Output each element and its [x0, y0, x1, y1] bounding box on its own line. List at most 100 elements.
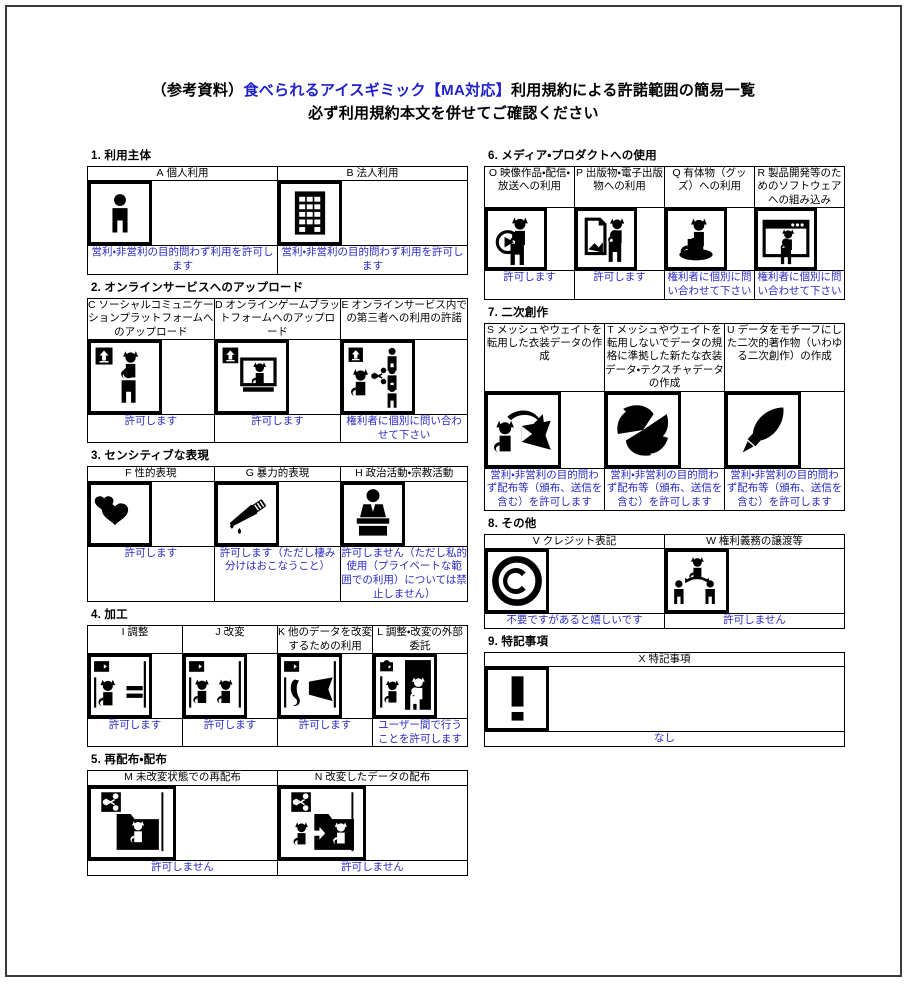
item-letter: K — [278, 626, 286, 639]
item-header-o: O 映像作品・配信・放送への利用 — [484, 165, 575, 209]
item-letter: U — [727, 323, 735, 336]
item-label: 改変したデータの配布 — [325, 771, 431, 784]
item-icon-cell-w — [664, 548, 845, 615]
cat-to-costume-icon — [485, 391, 561, 468]
table-row-icons — [87, 180, 468, 247]
item-letter: X — [638, 652, 646, 665]
item-header-f: F 性的表現 — [87, 466, 215, 482]
item-permission-p: 許可します — [574, 270, 665, 300]
table-row-permissions: 許可します許可します権利者に個別に問い合わせて下さい — [87, 414, 468, 444]
item-label: 特記事項 — [648, 652, 691, 665]
person-icon — [88, 181, 152, 246]
item-permission-v: 不要ですがあると嬉しいです — [484, 613, 665, 629]
item-header-n: N 改変したデータの配布 — [277, 770, 468, 786]
item-permission-i: 許可します — [87, 718, 183, 748]
costume-pieces-icon — [605, 391, 681, 468]
item-permission-n: 許可しません — [277, 859, 468, 876]
section-title: その他 — [501, 517, 537, 530]
item-letter: S — [487, 323, 495, 336]
table-row-permissions: 営利・非営利の目的問わず利用を許可します営利・非営利の目的問わず利用を許可します — [87, 245, 468, 275]
copyright-icon — [485, 549, 549, 614]
item-permission-d: 許可します — [213, 414, 342, 444]
hearts-icon — [88, 481, 152, 546]
item-permission-x: なし — [484, 731, 845, 747]
upload-cat-monitor-icon — [214, 340, 289, 415]
item-label: オンラインサービス内での第三者への利用の許諾 — [346, 298, 467, 325]
table-row-permissions: なし — [484, 731, 845, 747]
section-heading: 4. 加工 — [91, 606, 468, 622]
section-number: 6. — [488, 150, 498, 162]
item-permission-s: 営利・非営利の目的問わず配布等（頒布、送信を含む）を許可します — [484, 467, 605, 511]
item-permission-t: 営利・非営利の目的問わず配布等（頒布、送信を含む）を許可します — [604, 467, 725, 511]
section-title: 二次創作 — [501, 306, 549, 319]
item-letter: O — [488, 167, 498, 179]
section-heading: 9. 特記事項 — [488, 633, 845, 649]
item-label: 製品開発等のためのソフトウェアへの組み込み — [757, 167, 842, 206]
table-row-permissions: 営利・非営利の目的問わず配布等（頒布、送信を含む）を許可します営利・非営利の目的… — [484, 467, 845, 511]
table-row-icons — [484, 390, 845, 469]
item-header-k: K 他のデータを改変するための利用 — [277, 625, 373, 655]
item-label: 調整・改変の外部委託 — [385, 626, 463, 652]
section-heading: 2. オンラインサービスへのアップロード — [91, 279, 468, 295]
item-header-c: C ソーシャルコミュニケーションプラットフォームへのアップロード — [87, 297, 215, 341]
item-header-t: T メッシュやウェイトを転用しないでデータの規格に準拠した新たな衣装データ・テク… — [604, 322, 725, 392]
table-row-icons — [484, 548, 845, 615]
transfer-rights-icon — [665, 549, 729, 614]
item-icon-cell-f — [87, 480, 215, 547]
item-header-v: V クレジット表記 — [484, 533, 665, 550]
table-row-icons — [87, 653, 468, 720]
table-row-permissions: 許可しません許可しません — [87, 859, 468, 876]
section-title: 再配布・配布 — [104, 754, 168, 767]
section-number: 4. — [91, 609, 101, 622]
item-letter: F — [125, 467, 132, 480]
item-letter: T — [607, 323, 614, 336]
item-letter: H — [355, 467, 363, 480]
knife-icon — [214, 481, 279, 546]
section-heading: 1. 利用主体 — [91, 147, 468, 163]
section-title: 利用主体 — [104, 150, 152, 162]
item-header-w: W 権利義務の譲渡等 — [664, 533, 845, 550]
item-permission-f: 許可します — [87, 545, 215, 603]
table-row-permissions: 不要ですがあると嬉しいです許可しません — [484, 613, 845, 629]
upload-cat-person-icon — [88, 340, 162, 415]
item-letter: W — [706, 534, 716, 547]
document-cat-icon — [575, 208, 637, 271]
table-row-icons — [87, 784, 468, 861]
item-permission-l: ユーザー間で行うことを許可します — [372, 718, 468, 748]
item-label: 暴力的表現 — [256, 467, 310, 480]
item-header-s: S メッシュやウェイトを転用した衣装データの作成 — [484, 322, 605, 392]
item-label: 性的表現 — [134, 467, 177, 480]
item-letter: L — [377, 626, 383, 639]
item-icon-cell-u — [724, 390, 845, 469]
item-letter: Q — [672, 167, 681, 179]
section-number: 2. — [91, 281, 101, 294]
item-header-d: D オンラインゲームブラットフォームへのアップロード — [213, 297, 342, 341]
item-icon-cell-k — [277, 653, 373, 720]
section-heading: 6. メディア・プロダクトへの使用 — [488, 147, 845, 163]
adjust-cat-equal-icon — [88, 654, 152, 719]
item-icon-cell-i — [87, 653, 183, 720]
table-row-icons — [484, 207, 845, 272]
item-header-r: R 製品開発等のためのソフトウェアへの組み込み — [754, 165, 845, 209]
item-icon-cell-v — [484, 548, 665, 615]
upload-cat-share-icon — [341, 340, 416, 415]
item-label: 政治活動・宗教活動 — [365, 467, 454, 480]
item-permission-q: 権利者に個別に問い合わせて下さい — [664, 270, 755, 300]
item-permission-j: 許可します — [182, 718, 278, 748]
item-letter: E — [341, 298, 349, 311]
table-row-headers: X 特記事項 — [484, 651, 845, 668]
section-title: 加工 — [104, 609, 128, 622]
section-number: 1. — [91, 150, 101, 162]
